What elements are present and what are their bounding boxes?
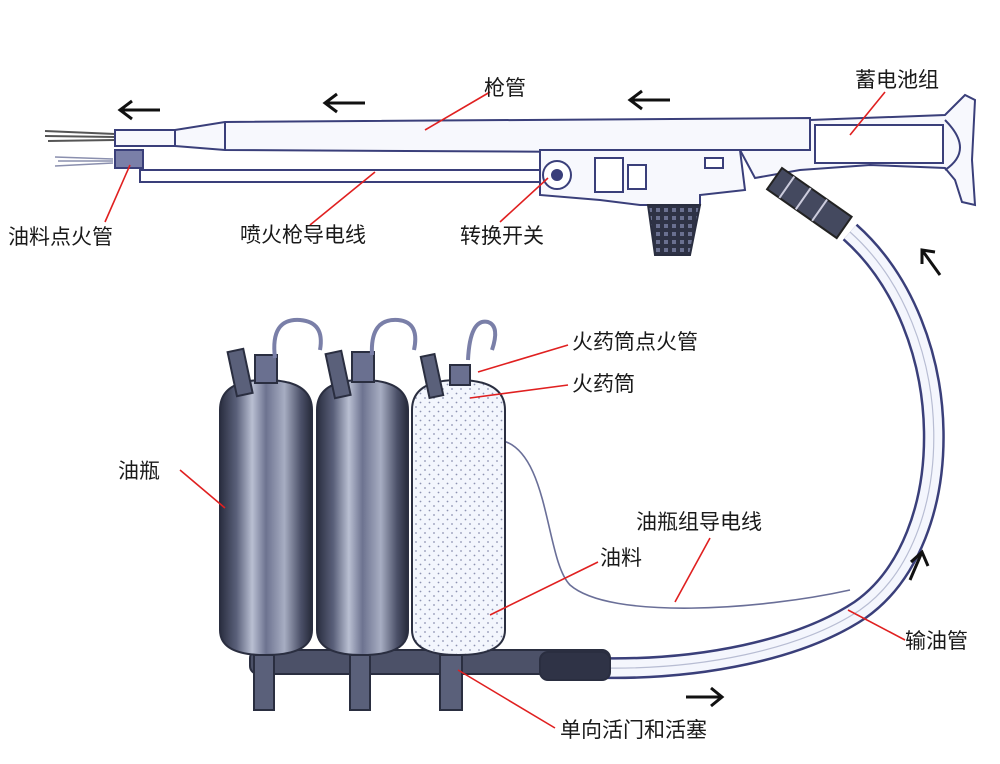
fuel-hose — [599, 223, 945, 680]
label-fuel-hose: 输油管 — [905, 629, 968, 653]
label-powder-igniter: 火药筒点火管 — [572, 330, 698, 354]
arrow-up-hose-1 — [920, 248, 942, 276]
label-fuel-bottle: 油瓶 — [118, 459, 160, 483]
pistol-grip — [646, 204, 702, 256]
hose-connector — [765, 166, 854, 240]
label-check-valve: 单向活门和活塞 — [560, 718, 707, 742]
label-fuel: 油料 — [600, 546, 642, 570]
bottle-group-wire — [499, 439, 851, 609]
arrow-up-hose-2 — [908, 549, 930, 581]
label-gun-wire: 喷火枪导电线 — [240, 223, 366, 247]
gun-lower-rod — [120, 151, 541, 183]
label-fuel-igniter: 油料点火管 — [8, 225, 113, 249]
arrow-left-3 — [627, 89, 670, 111]
label-switch: 转换开关 — [460, 224, 544, 248]
label-barrel: 枪管 — [484, 76, 526, 100]
label-battery-pack: 蓄电池组 — [855, 68, 939, 92]
arrow-left-1 — [117, 99, 160, 121]
arrow-left-2 — [322, 92, 365, 114]
arrow-right-hose — [686, 686, 725, 708]
flow-arrows — [117, 89, 942, 708]
flame-gun — [44, 93, 977, 256]
leader-lines — [104, 91, 906, 729]
label-powder-tube: 火药筒 — [572, 372, 635, 396]
label-bottle-group-wire: 油瓶组导电线 — [636, 510, 762, 534]
nozzle-tip — [44, 130, 116, 142]
fuel-tanks — [219, 317, 611, 711]
battery-pack-body — [814, 124, 944, 164]
spray — [54, 156, 114, 167]
barrel — [114, 116, 811, 154]
